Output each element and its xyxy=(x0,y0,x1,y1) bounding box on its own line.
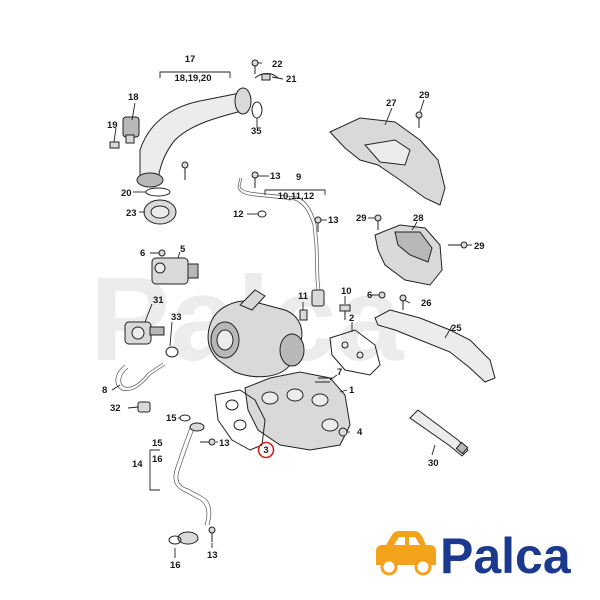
bolt-29-top xyxy=(415,111,423,128)
oil-supply-line-9 xyxy=(237,177,325,307)
callout-10: 10 xyxy=(341,286,352,297)
sensor-32 xyxy=(137,401,151,413)
charge-air-pipe xyxy=(136,87,252,188)
bolt-13-top xyxy=(181,161,189,180)
vacuum-hose-8 xyxy=(115,362,166,391)
callout-13-upper: 13 xyxy=(270,171,281,182)
bolt-13-upper xyxy=(251,171,259,188)
brand-name: Palca xyxy=(440,528,572,584)
callout-19: 19 xyxy=(107,120,118,131)
clamp-21 xyxy=(254,73,279,81)
callout-9-sub: 10,11,12 xyxy=(278,191,314,202)
oil-return-line-14 xyxy=(173,422,212,545)
bracket-25 xyxy=(374,309,496,383)
nut-4 xyxy=(338,427,348,437)
car-icon xyxy=(376,531,436,576)
callout-16-bottom: 16 xyxy=(170,560,181,571)
callouts: 17 18,19,20 22 21 18 19 35 27 29 20 23 1… xyxy=(102,54,485,571)
highlight-callout-3 xyxy=(257,441,275,459)
callout-20: 20 xyxy=(121,188,132,199)
callout-31: 31 xyxy=(153,295,164,306)
bolt-13-lower xyxy=(200,438,216,446)
callout-5: 5 xyxy=(180,244,186,255)
seal-12 xyxy=(257,210,267,218)
gasket-2 xyxy=(329,329,381,376)
callout-23: 23 xyxy=(126,208,137,219)
callout-30: 30 xyxy=(428,458,439,469)
bolt-29-left xyxy=(374,214,382,230)
callout-13-lower: 13 xyxy=(219,438,230,449)
callout-15-top: 15 xyxy=(166,413,177,424)
callout-29-right: 29 xyxy=(474,241,485,252)
callout-29-left: 29 xyxy=(356,213,367,224)
heat-shield-27 xyxy=(329,117,446,206)
bolt-19 xyxy=(109,141,120,149)
heat-shield-28 xyxy=(374,224,443,286)
callout-15-bracket: 15 xyxy=(152,438,163,449)
callout-29-top: 29 xyxy=(419,90,430,101)
callout-14: 14 xyxy=(132,459,143,470)
callout-7: 7 xyxy=(337,367,342,378)
bolt-29-right xyxy=(448,241,468,249)
callout-2: 2 xyxy=(349,313,354,324)
callout-13-mid: 13 xyxy=(328,215,339,226)
leader-lines xyxy=(111,62,472,558)
callout-9: 9 xyxy=(296,172,301,183)
o-ring-35 xyxy=(251,101,263,119)
callout-33: 33 xyxy=(171,312,182,323)
callout-25: 25 xyxy=(451,323,462,334)
callout-6-left: 6 xyxy=(140,248,145,259)
sealant-tube-30 xyxy=(409,409,469,457)
bolt-13-bottom xyxy=(208,526,216,542)
callout-35: 35 xyxy=(251,126,262,137)
callout-11: 11 xyxy=(298,291,309,302)
callout-27: 27 xyxy=(386,98,397,109)
seal-16 xyxy=(168,535,182,545)
bolt-6-left xyxy=(150,249,166,257)
callout-22: 22 xyxy=(272,59,283,70)
manifold-gasket-3 xyxy=(214,389,266,451)
bolt-6-right xyxy=(370,291,386,299)
pressure-converter-5 xyxy=(151,257,199,285)
stud-7 xyxy=(315,377,332,383)
group-brackets xyxy=(149,71,326,491)
seal-15-top xyxy=(179,414,191,422)
callout-17-sub: 18,19,20 xyxy=(175,73,212,84)
callout-1: 1 xyxy=(349,385,355,396)
callout-6-right: 6 xyxy=(367,290,372,301)
o-ring-20 xyxy=(145,187,171,197)
sensor-18 xyxy=(122,116,140,144)
callout-18: 18 xyxy=(128,92,139,103)
actuator-31 xyxy=(124,321,165,345)
flange-23 xyxy=(143,199,177,225)
bolt-22 xyxy=(251,59,259,74)
bolt-10 xyxy=(339,304,351,320)
callout-16-bracket: 16 xyxy=(152,454,163,465)
turbocharger-main xyxy=(207,289,305,378)
callout-13-bottom: 13 xyxy=(207,550,218,561)
palca-logo: Palca xyxy=(376,528,572,584)
callout-28: 28 xyxy=(413,213,424,224)
callout-4: 4 xyxy=(357,427,363,438)
bolt-26 xyxy=(399,294,407,310)
callout-32: 32 xyxy=(110,403,121,414)
seal-33 xyxy=(165,346,179,358)
callout-3: 3 xyxy=(263,445,268,456)
callout-17: 17 xyxy=(185,54,196,65)
fitting-11 xyxy=(299,309,308,321)
callout-21: 21 xyxy=(286,74,297,85)
callout-26: 26 xyxy=(421,298,432,309)
callout-12: 12 xyxy=(233,209,244,220)
callout-8: 8 xyxy=(102,385,107,396)
